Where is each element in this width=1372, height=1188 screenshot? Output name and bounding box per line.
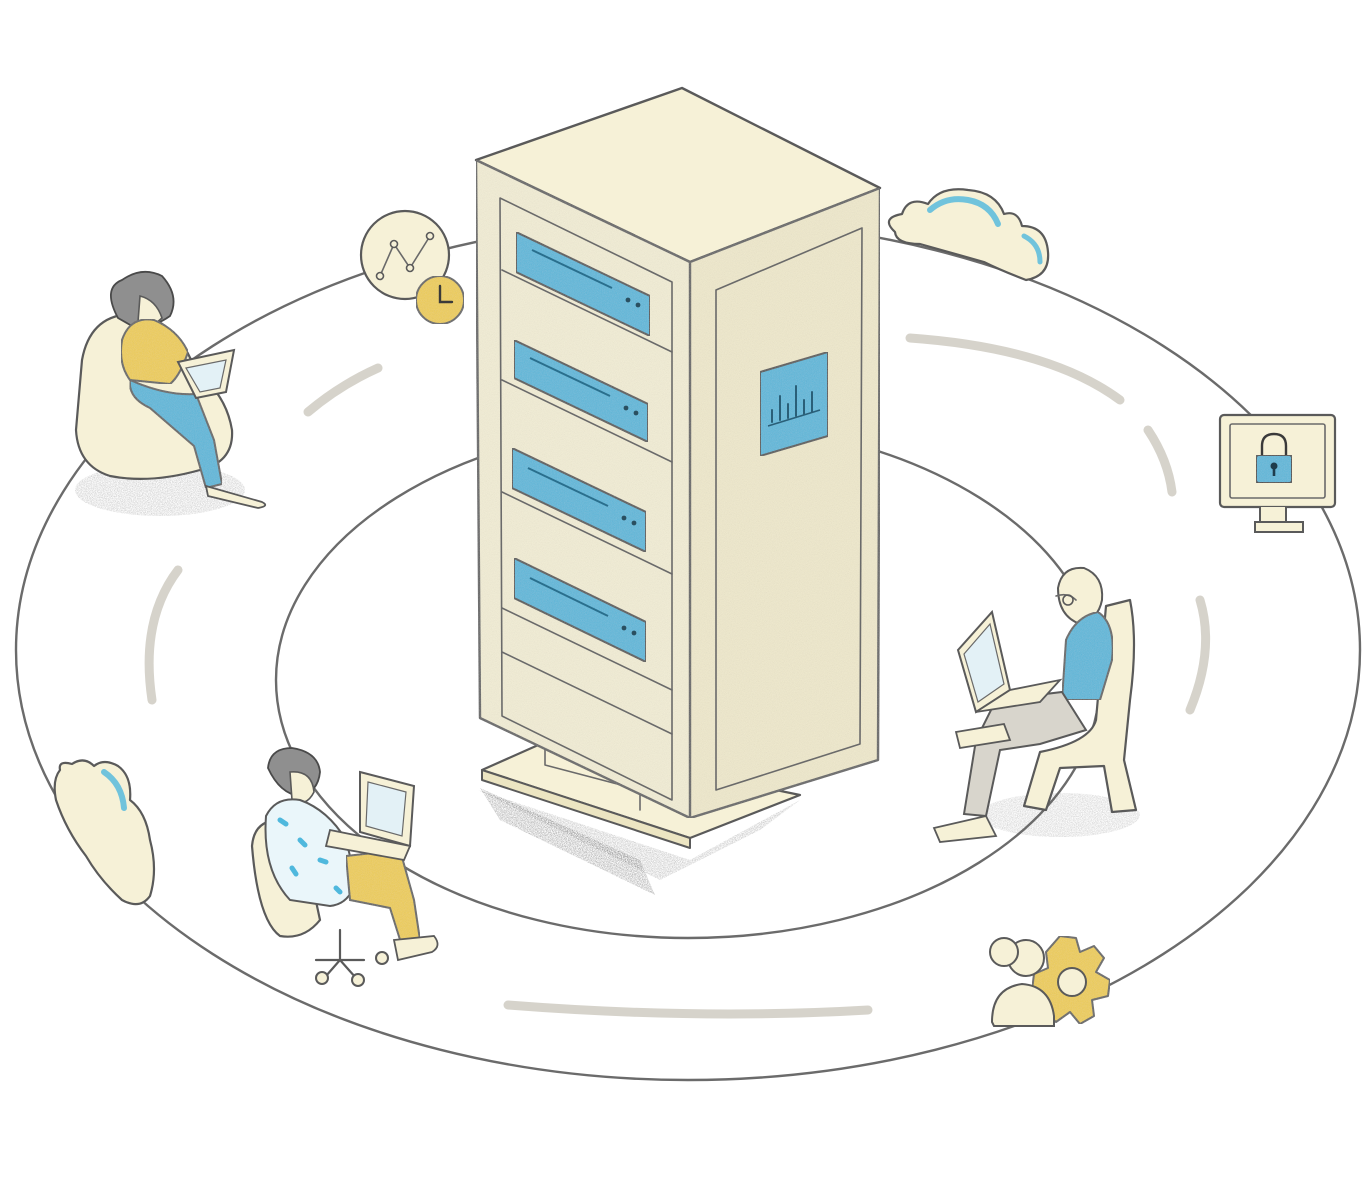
rack-side (688, 186, 882, 820)
motion-streak (303, 363, 383, 417)
chair-shadow (980, 793, 1140, 837)
motion-streak (1143, 425, 1177, 497)
server-rack (474, 86, 882, 820)
analytics-chart-icon (359, 209, 451, 301)
server-shadow (480, 788, 655, 895)
server-base-shadow (478, 790, 800, 880)
motion-streak (503, 1000, 873, 1019)
user-on-chair (932, 566, 1140, 843)
lock-monitor-icon (1218, 413, 1337, 533)
users-settings-icon (989, 935, 1111, 1027)
motion-streak (905, 333, 1125, 405)
cloud-icon (53, 759, 156, 906)
drive-bay (513, 339, 649, 443)
users-icon (989, 937, 1055, 1027)
drive-bay (511, 447, 647, 553)
user-on-office-chair (250, 747, 439, 987)
user-on-beanbag (74, 270, 267, 516)
drive-bay (515, 231, 651, 337)
drive-bay (513, 557, 647, 663)
clock-icon (415, 275, 465, 325)
bar-chart-icon (759, 351, 829, 457)
motion-streak (1185, 595, 1211, 715)
motion-streak (144, 565, 183, 705)
cloud-icon (887, 188, 1050, 282)
